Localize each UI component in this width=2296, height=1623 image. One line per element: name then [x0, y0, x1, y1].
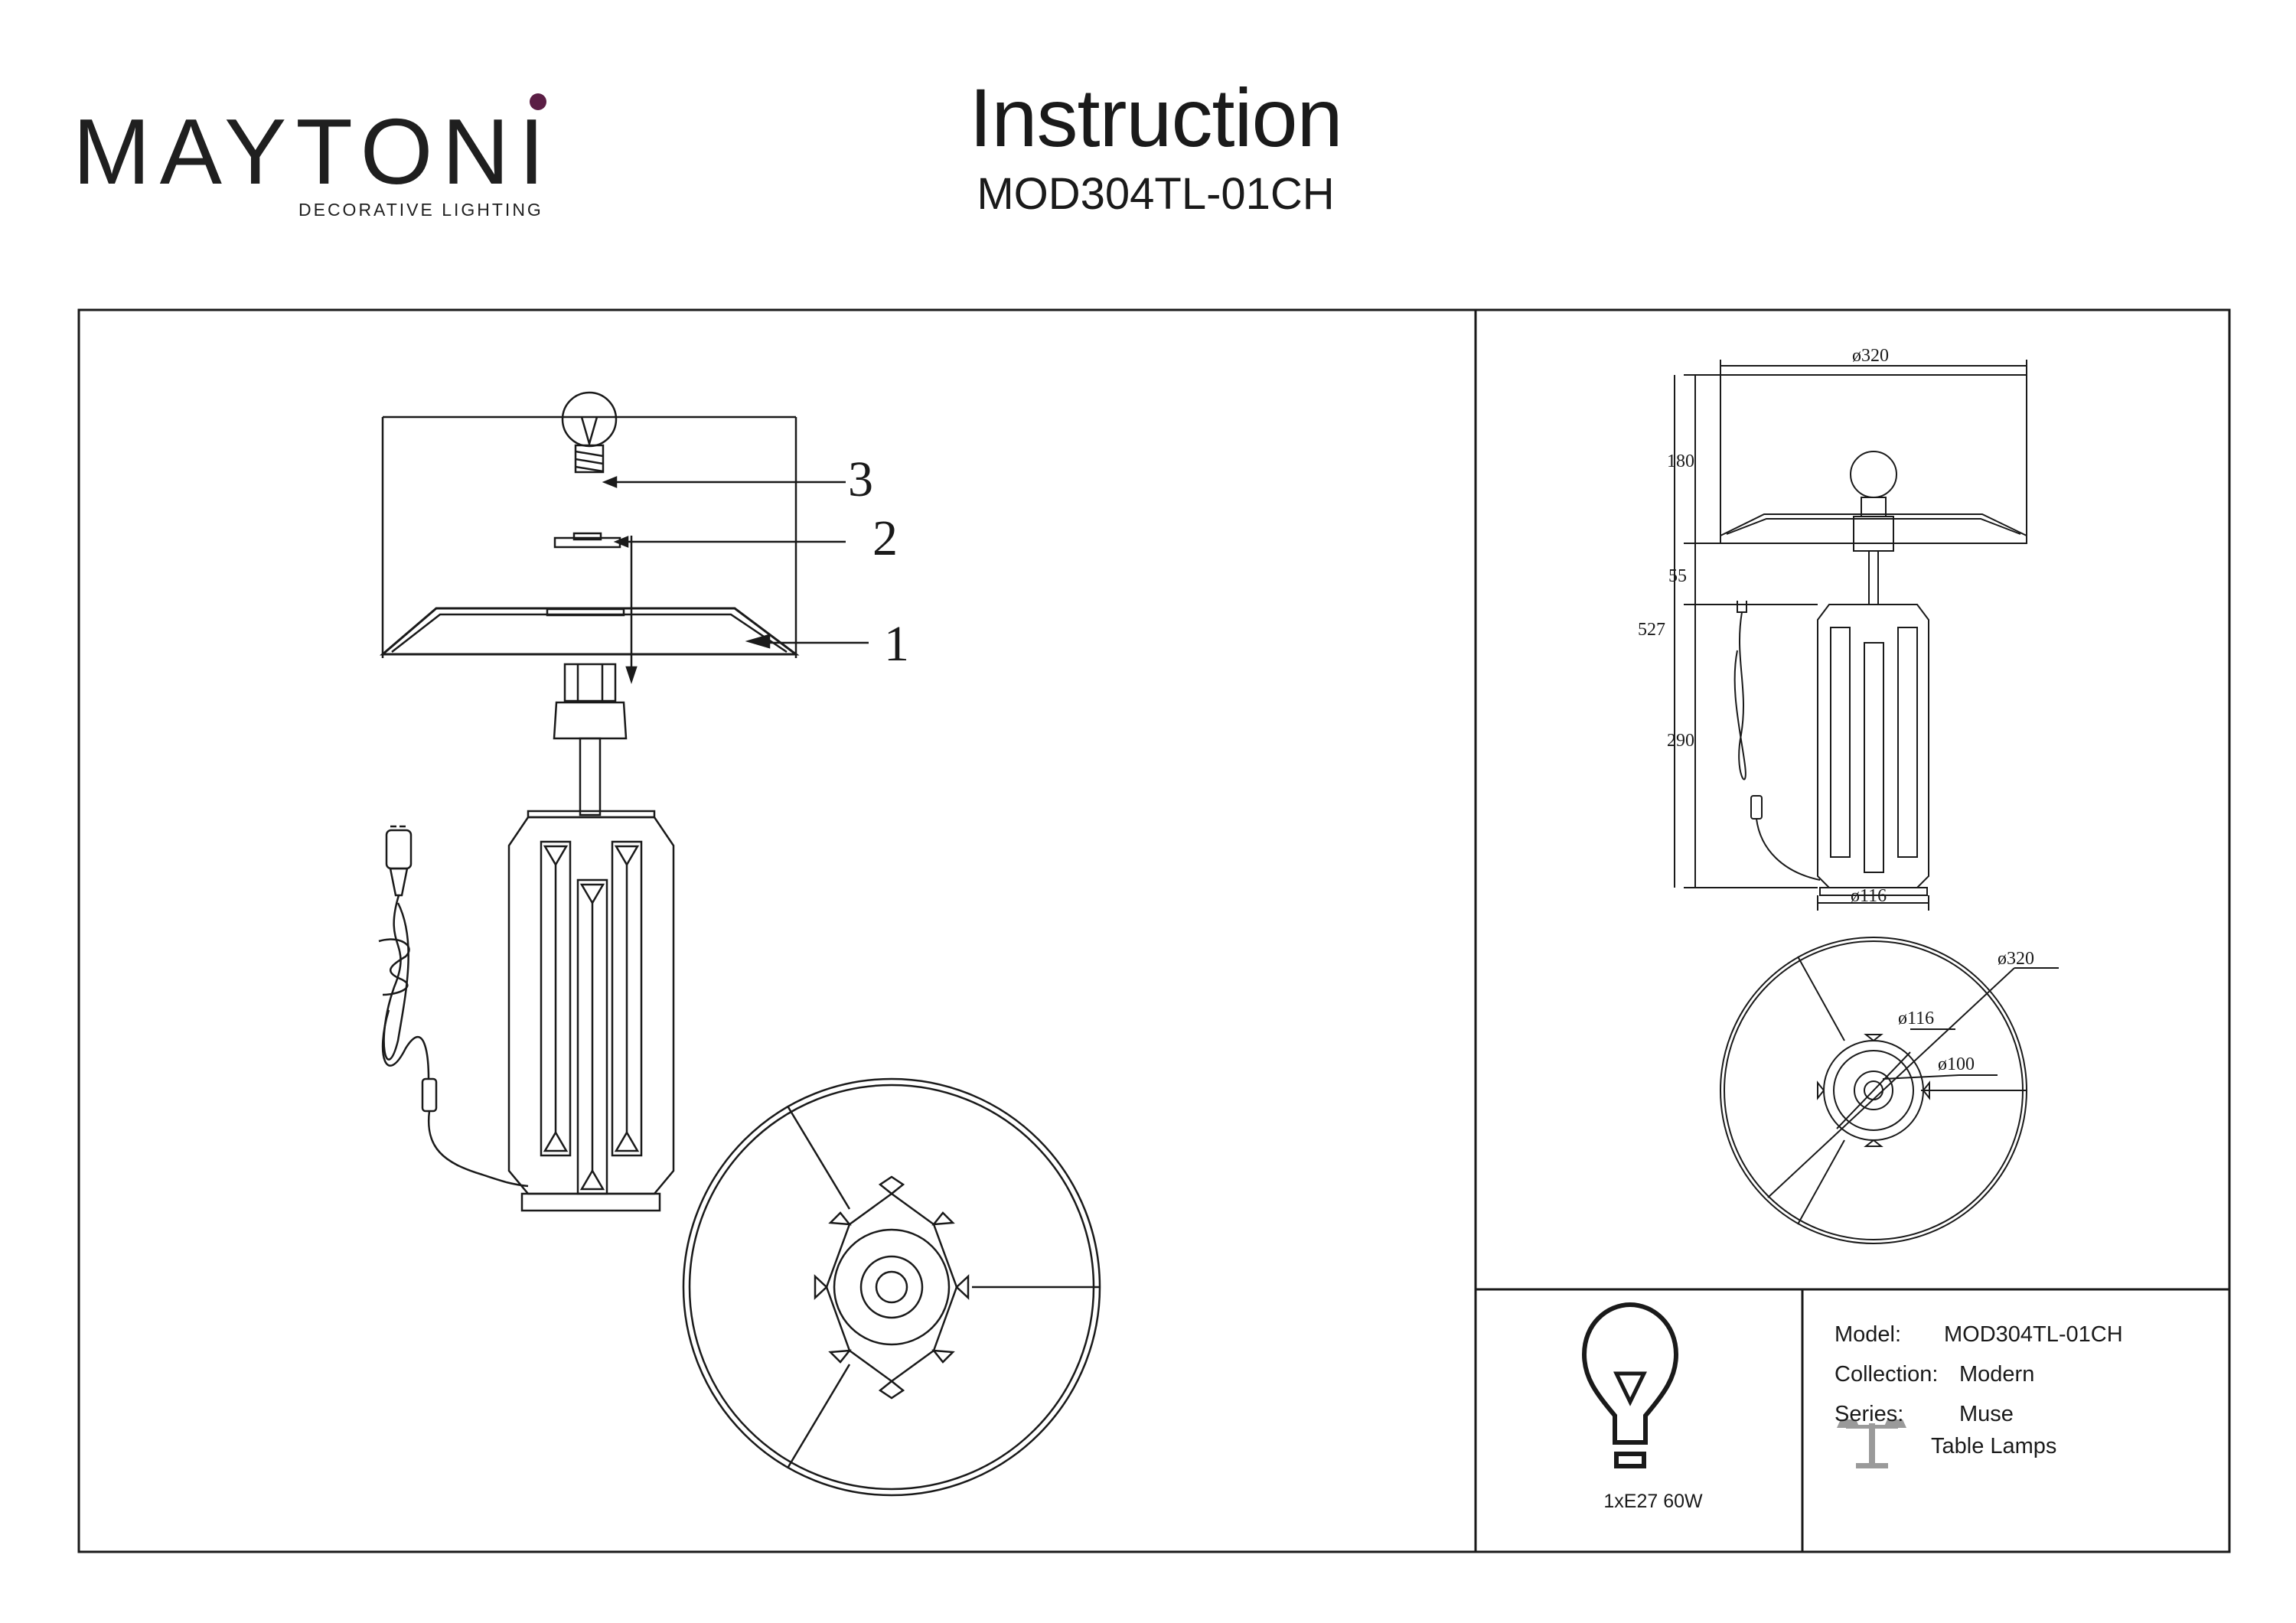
spec-model-value: MOD304TL-01CH [1944, 1322, 2123, 1347]
dim-total-height: 527 [1638, 620, 1665, 640]
dim-shade-height: 180 [1667, 451, 1694, 471]
callout-3: 3 [848, 451, 873, 507]
callout-1: 1 [884, 616, 909, 672]
spec-category-value: Table Lamps [1931, 1434, 2057, 1458]
lampshade [379, 416, 800, 658]
outer-frame [77, 308, 2231, 1553]
spec-collection-label: Collection: [1835, 1362, 1939, 1387]
dimension-drawing [1674, 360, 2059, 1244]
dim-body-height: 290 [1667, 731, 1694, 751]
brand-dot [530, 93, 546, 110]
dim-top-inner: ø100 [1938, 1054, 1975, 1074]
model-code: MOD304TL-01CH [977, 169, 1335, 219]
dim-body-diameter: ø116 [1851, 886, 1887, 906]
dim-shade-diameter: ø320 [1852, 346, 1889, 366]
brand-logo: MAYTONI DECORATIVE LIGHTING [73, 93, 554, 220]
page-title: Instruction [969, 71, 1342, 164]
callout-2: 2 [872, 510, 898, 566]
socket-part [553, 663, 628, 816]
assembly-drawing [378, 391, 1101, 1497]
ring-part [553, 532, 621, 549]
spec-collection-value: Modern [1959, 1362, 2035, 1387]
dim-neck-height: 55 [1668, 566, 1687, 586]
table-lamp-icon [1837, 1419, 1906, 1468]
dim-top-outer: ø320 [1998, 949, 2034, 969]
spec-series-value: Muse [1959, 1402, 2014, 1426]
callout-lines [602, 476, 869, 684]
bulb-label: 1xE27 60W [1603, 1491, 1703, 1512]
spec-series-label: Series: [1835, 1402, 1904, 1426]
lamp-body [507, 810, 675, 1212]
brand-wordmark: MAYTONI [73, 99, 554, 204]
shade-bottom-view [682, 1077, 1101, 1497]
dim-top-body: ø116 [1898, 1009, 1934, 1028]
bulb-icon [1581, 1302, 1679, 1468]
power-cord [378, 825, 529, 1188]
brand-tagline: DECORATIVE LIGHTING [298, 200, 543, 220]
bulb-part [561, 391, 618, 474]
spec-model-label: Model: [1835, 1322, 1902, 1347]
